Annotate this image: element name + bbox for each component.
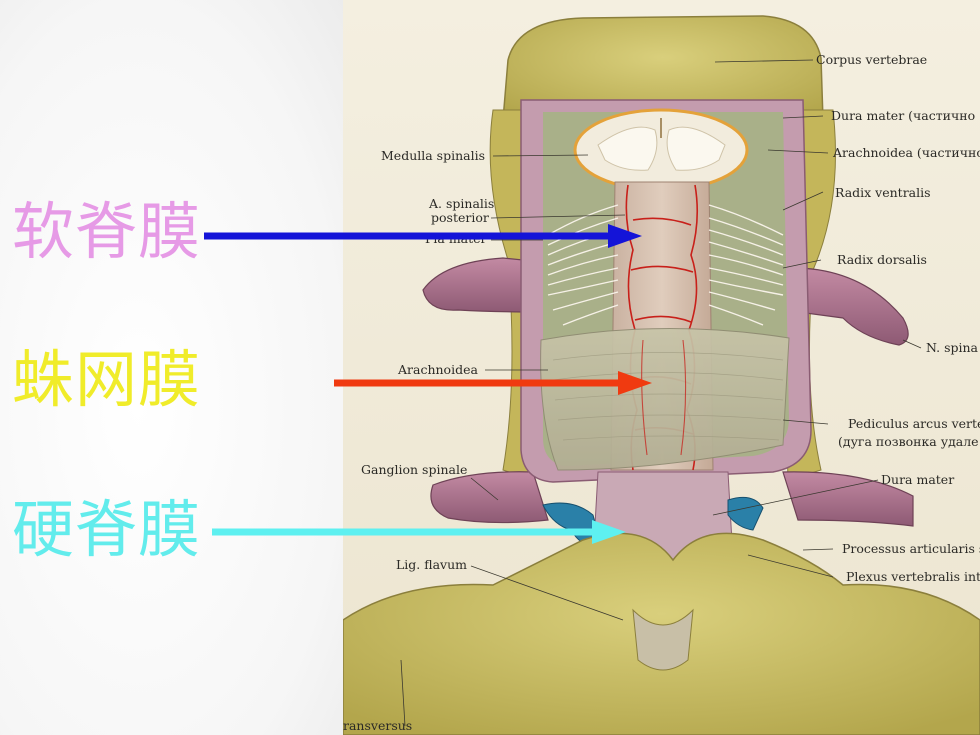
label-panel: 软脊膜 蛛网膜 硬脊膜	[0, 0, 345, 735]
left-nerve-root	[422, 257, 544, 313]
annotation-posterior: posterior	[431, 210, 489, 225]
ligamentum-flavum	[632, 608, 694, 671]
annotation-radix-dorsalis: Radix dorsalis	[837, 252, 927, 267]
dura-mater-label: 硬脊膜	[12, 493, 202, 566]
annotation-arachnoidea-top: Arachnoidea (частично	[832, 145, 980, 160]
leader-lines	[400, 59, 922, 727]
annotation-dura-mater-top: Dura mater (частично	[831, 108, 975, 123]
grey-matter-right	[666, 126, 726, 171]
grey-matter-left	[597, 126, 658, 171]
annotation-dura-mater: Dura mater	[881, 472, 954, 487]
pia-mater-label: 软脊膜	[12, 195, 202, 268]
annotation-radix-ventralis: Radix ventralis	[835, 185, 931, 200]
annotation-plexus: Plexus vertebralis int	[846, 569, 980, 584]
arachnoid-sheet	[540, 328, 790, 471]
annotation-medulla-spinalis: Medulla spinalis	[381, 148, 485, 163]
annotation-pediculus-ru: (дуга позвонка удале	[838, 434, 979, 449]
annotation-corpus-vertebrae: Corpus vertebrae	[816, 52, 927, 67]
annotation-transversus: ransversus	[343, 718, 412, 733]
right-lower-root	[782, 471, 914, 527]
annotation-ganglion-spinale: Ganglion spinale	[361, 462, 467, 477]
right-nerve-root	[797, 267, 909, 346]
anatomical-plate: Corpus vertebrae Dura mater (частично Me…	[343, 0, 980, 735]
annotation-lig-flavum: Lig. flavum	[396, 557, 467, 572]
vertebral-body	[502, 15, 824, 121]
arachnoid-mater-label: 蛛网膜	[12, 343, 202, 416]
annotation-arachnoidea: Arachnoidea	[397, 362, 478, 377]
left-ganglion	[430, 471, 549, 524]
annotation-pediculus: Pediculus arcus verte	[848, 416, 980, 431]
arachnoid-texture	[552, 352, 784, 441]
annotation-processus: Processus articularis s	[842, 541, 980, 556]
right-rootlets	[708, 204, 784, 326]
annotation-pia-mater: Pia mater	[425, 231, 487, 246]
annotation-n-spinalis: N. spina	[926, 340, 979, 355]
annotation-a-spinalis: A. spinalis	[428, 196, 494, 211]
spinal-cord-illustration: Corpus vertebrae Dura mater (частично Me…	[343, 0, 980, 735]
